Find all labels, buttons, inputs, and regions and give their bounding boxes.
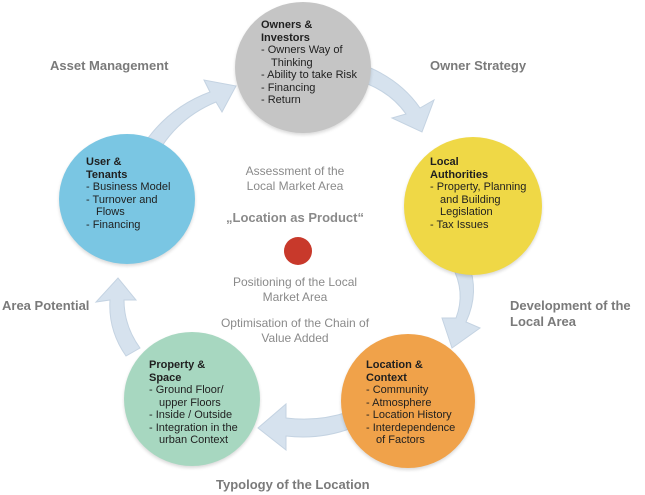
node-location-context-text: Location & Context Community Atmosphere …: [366, 359, 470, 447]
node-location-context-title: Location & Context: [366, 359, 423, 384]
list-item: Turnover and Flows: [86, 194, 186, 219]
node-owners-text: Owners & Investors Owners Way of Thinkin…: [261, 19, 371, 107]
node-property-space-title: Property & Space: [149, 359, 206, 384]
node-owners-title: Owners & Investors: [261, 19, 313, 44]
node-owners-list: Owners Way of Thinking Ability to take R…: [261, 44, 371, 107]
node-user-tenants-title: User & Tenants: [86, 156, 128, 181]
list-item: Ground Floor/ upper Floors: [149, 384, 253, 409]
list-item: Integration in the urban Context: [149, 422, 253, 447]
node-local-authorities-text: Local Authorities Property, Planning and…: [430, 156, 538, 231]
list-item: Financing: [86, 219, 186, 232]
node-property-space-list: Ground Floor/ upper Floors Inside / Outs…: [149, 384, 253, 447]
node-local-authorities-list: Property, Planning and Building Legislat…: [430, 181, 538, 231]
label-area-potential: Area Potential: [2, 298, 90, 313]
arrow-property-to-user: [94, 277, 141, 357]
arrow-location-to-property: [257, 402, 353, 452]
list-item: Location History: [366, 409, 470, 422]
center-assessment: Assessment of the Local Market Area: [245, 164, 345, 193]
list-item: Tax Issues: [430, 219, 538, 232]
list-item: Community: [366, 384, 470, 397]
list-item: Business Model: [86, 181, 186, 194]
label-owner-strategy: Owner Strategy: [430, 58, 527, 73]
list-item: Financing: [261, 82, 371, 95]
list-item: Ability to take Risk: [261, 69, 371, 82]
list-item: Inside / Outside: [149, 409, 253, 422]
label-development: Development of the Local Area: [510, 298, 631, 329]
arrow-authorities-to-location: [441, 261, 482, 349]
center-positioning: Positioning of the Local Market Area: [232, 275, 358, 304]
center-dot: [284, 237, 312, 265]
node-property-space-text: Property & Space Ground Floor/ upper Flo…: [149, 359, 253, 447]
center-optimisation: Optimisation of the Chain of Value Added: [220, 316, 370, 345]
list-item: Owners Way of Thinking: [261, 44, 371, 69]
label-typology: Typology of the Location: [216, 477, 370, 492]
label-asset-management: Asset Management: [50, 58, 169, 73]
list-item: Return: [261, 94, 371, 107]
node-location-context-list: Community Atmosphere Location History In…: [366, 384, 470, 447]
list-item: Interdependence of Factors: [366, 422, 470, 447]
node-user-tenants-text: User & Tenants Business Model Turnover a…: [86, 156, 186, 231]
center-title: „Location as Product“: [226, 210, 364, 225]
node-local-authorities-title: Local Authorities: [430, 156, 489, 181]
list-item: Property, Planning and Building Legislat…: [430, 181, 538, 219]
node-user-tenants-list: Business Model Turnover and Flows Financ…: [86, 181, 186, 231]
arrow-user-to-owners: [147, 79, 237, 147]
list-item: Atmosphere: [366, 397, 470, 410]
